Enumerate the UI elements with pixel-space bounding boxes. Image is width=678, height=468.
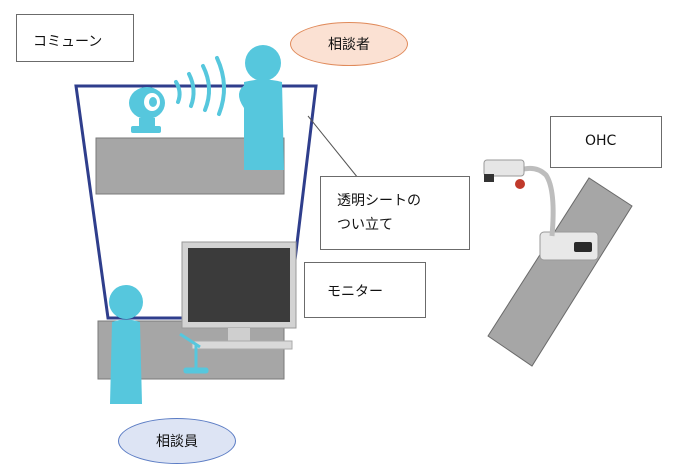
komyunon-label-box: コミューン: [16, 14, 134, 62]
komyunon-label: コミューン: [33, 34, 103, 50]
staff-person-icon: [109, 285, 143, 404]
monitor-label: モニター: [327, 284, 383, 300]
speaker-icon: [129, 87, 165, 133]
sound-waves-icon: [174, 56, 226, 116]
monitor-icon: [181, 241, 297, 350]
consultant-person-icon: [238, 45, 284, 170]
overhead-camera-icon: [483, 159, 599, 261]
consultant-oval: 相談者: [290, 22, 408, 66]
staff-oval: 相談員: [118, 418, 236, 464]
sheet-label-line2: つい立て: [337, 217, 393, 233]
sheet-label-box: 透明シートの つい立て: [320, 176, 470, 250]
monitor-label-box: モニター: [304, 262, 426, 318]
ohc-label: OHC: [585, 133, 617, 149]
microphone-icon: [179, 332, 209, 374]
staff-label: 相談員: [156, 434, 198, 450]
sheet-label-line1: 透明シートの: [337, 193, 421, 209]
consultant-label: 相談者: [328, 37, 370, 53]
ohc-label-box: OHC: [550, 116, 662, 168]
ohc-stand: [487, 177, 633, 367]
partition-leader-line: [307, 115, 359, 179]
